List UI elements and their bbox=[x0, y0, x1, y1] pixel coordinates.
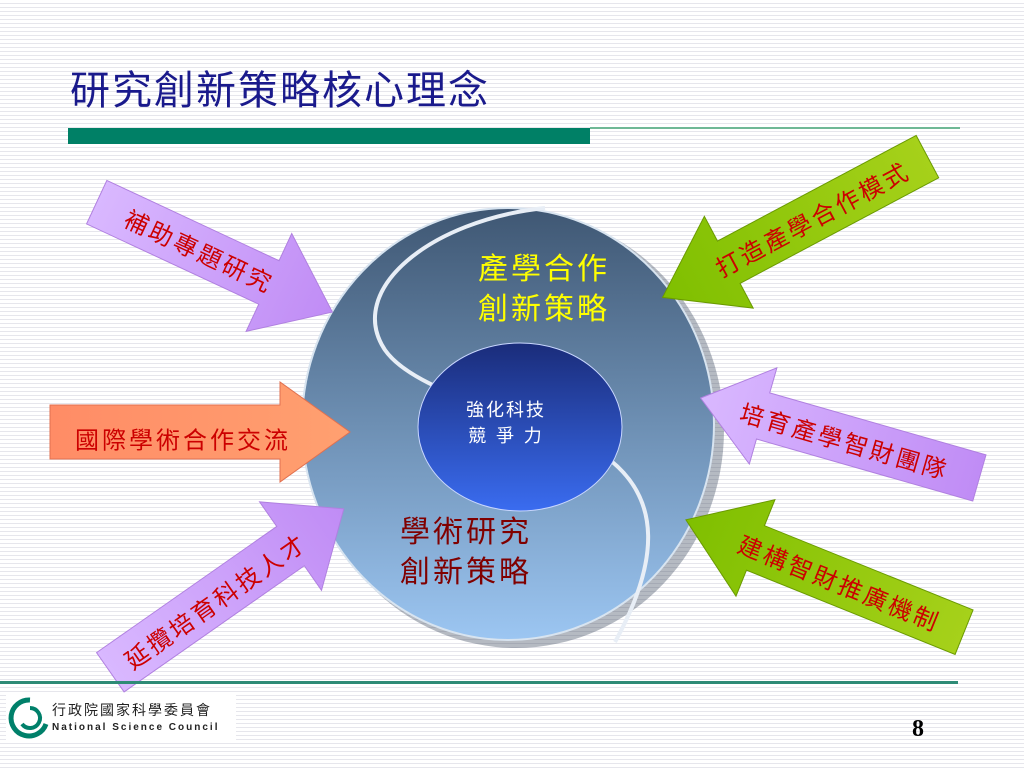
title-underline-thin bbox=[590, 127, 960, 129]
arrow-team bbox=[699, 367, 987, 502]
title-underline-bar bbox=[68, 128, 590, 144]
nsc-logo-icon bbox=[6, 694, 236, 742]
core-line-2: 競 爭 力 bbox=[468, 426, 544, 447]
logo-english-name: National Science Council bbox=[52, 722, 220, 733]
arrow-international bbox=[49, 381, 351, 483]
arrow-talent bbox=[95, 501, 345, 693]
academic-line-2: 創新策略 bbox=[400, 555, 532, 590]
footer-line bbox=[0, 681, 958, 684]
core-ellipse bbox=[417, 342, 623, 512]
arrow-mode bbox=[661, 134, 940, 309]
industry-line-2: 創新策略 bbox=[478, 292, 610, 327]
industry-line-1: 產學合作 bbox=[478, 252, 610, 287]
core-label: 強化科技 競 爭 力 bbox=[466, 398, 546, 450]
academic-strategy-label: 學術研究 創新策略 bbox=[400, 513, 532, 593]
arrow-subsidize bbox=[85, 179, 334, 333]
arrow-mechanism bbox=[685, 498, 974, 656]
arrow-international-label: 國際學術合作交流 bbox=[75, 426, 291, 455]
page-number: 8 bbox=[912, 716, 924, 742]
industry-strategy-label: 產學合作 創新策略 bbox=[478, 250, 610, 330]
academic-line-1: 學術研究 bbox=[400, 515, 532, 550]
logo-chinese-name: 行政院國家科學委員會 bbox=[52, 703, 212, 719]
core-line-1: 強化科技 bbox=[466, 400, 546, 421]
slide-title: 研究創新策略核心理念 bbox=[70, 68, 490, 114]
